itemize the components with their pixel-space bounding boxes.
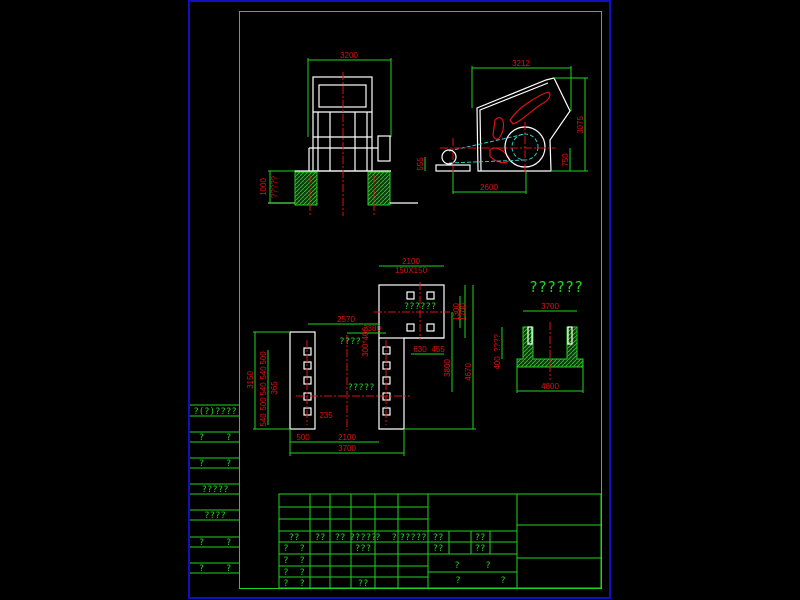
side-view: 3212 555 750 3075 2600 bbox=[416, 59, 588, 194]
plan-left-label: ???? bbox=[339, 337, 361, 347]
tb-footer-1: ? bbox=[454, 561, 459, 571]
dim-bottom-2: 2100 bbox=[338, 433, 356, 442]
drawing-line bbox=[278, 493, 602, 589]
plan-view: 2100 150X150 ?????? 1300 1700 2570 2380 … bbox=[246, 257, 476, 456]
dim-small-2: 455 bbox=[431, 345, 445, 354]
dim-vertical-2: 4670 bbox=[464, 363, 473, 381]
tb-header-1: ?? bbox=[289, 533, 300, 543]
dim-front-width: 3200 bbox=[340, 51, 358, 60]
section-title: ?????? bbox=[529, 278, 583, 296]
dim-bottom-1: 500 bbox=[296, 433, 310, 442]
dim-section-bottom: 4800 bbox=[541, 382, 559, 391]
tb-col1-4: ? ? bbox=[283, 579, 305, 589]
tb-row2-right-2: ?? bbox=[475, 544, 486, 554]
tb-col1-3: ? ? bbox=[283, 568, 305, 578]
drawing-line bbox=[406, 291, 415, 300]
tb-row2-right-1: ?? bbox=[433, 544, 444, 554]
dim-right-1: 1300 bbox=[452, 303, 461, 321]
dim-side-height: 3075 bbox=[576, 116, 585, 134]
tb-last-mid: ?? bbox=[358, 579, 369, 589]
side-label-3: ? ? bbox=[199, 459, 232, 469]
dim-left-offset: 365 bbox=[270, 381, 279, 395]
dim-motor-height: 555 bbox=[416, 157, 425, 171]
tb-footer-3: ? bbox=[455, 576, 460, 586]
section-foundation bbox=[516, 326, 584, 368]
dim-bottom-total: 3700 bbox=[338, 444, 356, 453]
front-depth-label: ????? bbox=[270, 175, 279, 198]
drawing-line bbox=[479, 82, 549, 172]
impact-plate-lower bbox=[492, 117, 505, 140]
drawing-line bbox=[426, 291, 435, 300]
motor-pulley bbox=[377, 135, 391, 162]
tb-header-7: ?? bbox=[433, 533, 444, 543]
tb-header-2: ?? bbox=[315, 533, 326, 543]
dim-shaft-height: 750 bbox=[561, 153, 570, 167]
side-label-4: ????? bbox=[201, 485, 228, 495]
dim-bolt: 300*400 bbox=[361, 327, 370, 357]
dim-left-spacing-5: 540 bbox=[259, 413, 268, 427]
dim-side-length: 3212 bbox=[512, 59, 530, 68]
tb-header-4: ????? bbox=[349, 533, 376, 543]
plan-left-foundation bbox=[289, 331, 316, 430]
dim-section-base: 400 bbox=[493, 356, 502, 370]
tb-col1-2: ? ? bbox=[283, 556, 305, 566]
side-label-2: ? ? bbox=[199, 433, 232, 443]
impact-plate-upper bbox=[509, 91, 551, 125]
side-label-5: ???? bbox=[204, 511, 226, 521]
foundation-block-left bbox=[294, 171, 318, 206]
drawing-line bbox=[406, 323, 415, 332]
tb-footer-2: ? bbox=[485, 561, 490, 571]
dim-center-distance: 2600 bbox=[480, 183, 498, 192]
dim-right-2: 1700 bbox=[459, 303, 468, 321]
section-view: ?????? 3700 ???? 400 4800 bbox=[493, 278, 584, 393]
dim-inner: 2380 bbox=[363, 324, 381, 333]
dim-left-spacing-1: 500 bbox=[259, 351, 268, 365]
dim-edge: 235 bbox=[319, 411, 333, 420]
dim-mid-width: 2570 bbox=[337, 315, 355, 324]
tb-footer-4: ? bbox=[500, 576, 505, 586]
tb-col1-1: ? ? bbox=[283, 544, 305, 554]
dim-top-width: 2100 bbox=[402, 257, 420, 266]
tb-header-5: ? ? bbox=[375, 533, 397, 543]
plan-top-label: ?????? bbox=[404, 302, 437, 312]
tb-header-9: ?? bbox=[475, 533, 486, 543]
crusher-housing bbox=[476, 77, 571, 172]
tb-header-6: ????? bbox=[399, 533, 426, 543]
tb-row2-mid: ??? bbox=[355, 544, 371, 554]
tb-header-3: ?? bbox=[335, 533, 346, 543]
dim-section-height: ???? bbox=[493, 334, 502, 352]
sheet-border bbox=[188, 0, 611, 599]
side-label-6: ? ? bbox=[199, 538, 232, 548]
dim-left-total: 3150 bbox=[246, 371, 255, 389]
motor bbox=[441, 149, 457, 165]
dim-left-spacing-3: 540 bbox=[259, 382, 268, 396]
dim-left-spacing-2: 540 bbox=[259, 366, 268, 380]
dim-left-spacing-4: 500 bbox=[259, 397, 268, 411]
drawing-line bbox=[567, 326, 573, 345]
drawing-line bbox=[448, 159, 526, 164]
dim-vertical-1: 3800 bbox=[443, 359, 452, 377]
front-view: 3200 1000 ????? bbox=[259, 51, 418, 216]
drawing-line bbox=[426, 323, 435, 332]
dim-small-1: 630 bbox=[413, 345, 427, 354]
title-block: ?? ?? ?? ????? ? ? ????? ?? ?? ? ? ? ? ?… bbox=[278, 493, 602, 589]
side-label-7: ? ? bbox=[199, 564, 232, 574]
plan-center-label: ????? bbox=[347, 383, 374, 393]
side-label-1: ?(?)???? bbox=[193, 407, 236, 417]
dim-front-depth: 1000 bbox=[259, 178, 268, 196]
dim-anchor-spacing: 150X150 bbox=[395, 266, 428, 275]
side-column: ?(?)???? ? ? ? ? ????? ???? ? ? ? ? bbox=[190, 404, 240, 574]
drawing-line bbox=[527, 326, 533, 345]
dim-section-top: 3700 bbox=[541, 302, 559, 311]
foundation-block-right bbox=[367, 171, 391, 206]
